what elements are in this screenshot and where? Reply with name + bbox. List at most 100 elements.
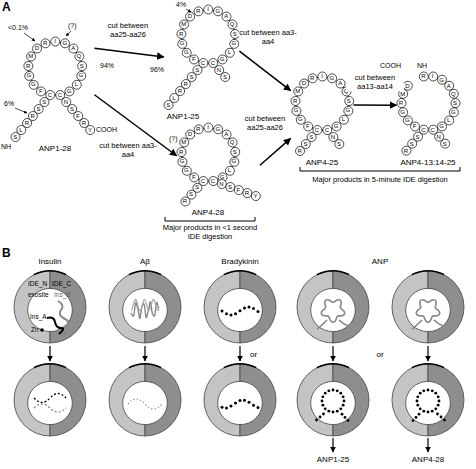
residue-letter: R <box>79 118 89 128</box>
residue-letter: R <box>23 61 33 71</box>
residue-letter: G <box>327 73 337 83</box>
residue-letter: R <box>401 146 411 156</box>
residue-bead <box>225 182 234 191</box>
ide-hinge <box>412 271 444 275</box>
residue-bead <box>222 12 231 21</box>
residue-bead <box>77 61 86 70</box>
residue-bead <box>229 39 238 48</box>
ide-chamber <box>123 381 168 424</box>
residue-letter: A <box>444 81 454 91</box>
peptide: ANP4-25RSSCFGGRMDRIGAQSGLGCNS <box>291 72 354 168</box>
residue-bead <box>332 121 341 130</box>
residue-bead <box>85 125 94 134</box>
anp-peptide <box>412 320 422 329</box>
edge-label: cut between aa25-aa26 <box>236 115 294 132</box>
residue-bead <box>213 124 222 133</box>
anp-peptide <box>434 320 445 326</box>
residue-letter: I <box>317 71 327 81</box>
residue-letter: G <box>331 121 341 131</box>
residue-bead <box>65 86 74 95</box>
residue-bead <box>72 80 81 89</box>
residue-bead <box>327 73 336 82</box>
residue-bead <box>251 191 260 200</box>
residue-letter: R <box>242 188 252 198</box>
ide-hinge <box>412 364 444 368</box>
anp-residue <box>431 389 434 392</box>
peptide: ANP1-28SLRRSSCFGGRMDRIGAQSGLGCNSFRY <box>11 37 95 154</box>
residue-bead <box>203 123 212 132</box>
residue-bead <box>308 73 317 82</box>
ide-hinge <box>129 271 161 275</box>
bradykinin-residue <box>239 399 242 402</box>
edge-label: cut between aa3-aa4 <box>239 29 297 46</box>
residue-letter: F <box>189 54 199 64</box>
process-arrow <box>49 346 50 361</box>
residue-bead <box>451 98 460 107</box>
residue-letter: F <box>36 86 46 96</box>
ide-chamber <box>406 288 451 331</box>
cleavage-arrow <box>353 104 396 106</box>
residue-letter: G <box>343 105 353 115</box>
anp-residue <box>437 395 440 398</box>
annotation: IDE_C <box>52 280 71 287</box>
residue-bead <box>182 166 191 175</box>
residue-bead <box>46 90 55 99</box>
process-arrow <box>332 438 333 452</box>
residue-letter: A <box>221 11 231 21</box>
residue-letter: L <box>444 115 454 125</box>
bradykinin-residue <box>248 306 251 309</box>
residue-bead <box>213 6 222 15</box>
residue-bead <box>185 12 194 21</box>
peptide-name: ANP4-28 <box>192 208 224 217</box>
peptide-name: ANP1-25 <box>167 112 199 121</box>
edge-label: cut between aa13-aa14 <box>346 74 404 91</box>
residue-bead <box>317 72 326 81</box>
residue-bead <box>303 121 312 130</box>
residue-letter: S <box>450 98 460 108</box>
residue-letter: R <box>181 79 191 89</box>
residue-letter: L <box>225 165 235 175</box>
residue-letter: C <box>198 58 208 68</box>
ide-chamber <box>311 381 356 424</box>
residue-bead <box>403 81 412 90</box>
residue-bead <box>189 172 198 181</box>
annotation: Major products in <1 second IDE digestio… <box>160 224 260 241</box>
anp-residue <box>315 419 318 422</box>
residue-bead <box>419 72 428 81</box>
residue-letter: G <box>181 47 191 57</box>
residue-bead <box>419 125 428 134</box>
bradykinin-residue <box>257 310 260 313</box>
residue-letter: S <box>39 97 49 107</box>
residue-bead <box>344 96 353 105</box>
residue-letter: S <box>334 139 344 149</box>
residue-bead <box>343 106 352 115</box>
anp-residue <box>336 410 339 413</box>
residue-bead <box>182 48 191 57</box>
residue-letter: C <box>322 125 332 135</box>
residue-bead <box>229 157 238 166</box>
bead-chain <box>11 37 95 154</box>
annotation: or <box>250 350 257 359</box>
residue-letter: S <box>407 139 417 149</box>
anp-residue <box>339 407 342 410</box>
anp-residue <box>416 395 419 398</box>
annotation: or <box>376 350 383 359</box>
ide-hinge <box>34 271 66 275</box>
residue-letter: S <box>186 72 196 82</box>
annotation: 96% <box>150 66 164 74</box>
bracket <box>300 167 460 171</box>
residue-letter: Q <box>448 89 458 99</box>
residue-letter: L <box>169 93 179 103</box>
residue-bead <box>437 75 446 84</box>
residue-letter: L <box>72 79 82 89</box>
residue-letter: R <box>193 124 203 134</box>
anp-residue <box>321 404 324 407</box>
residue-bead <box>334 139 343 148</box>
residue-bead <box>228 137 237 146</box>
annotation: IDE_N <box>28 280 47 287</box>
residue-letter: S <box>220 72 230 82</box>
anp-residue <box>342 404 345 407</box>
residue-letter: I <box>50 36 60 46</box>
